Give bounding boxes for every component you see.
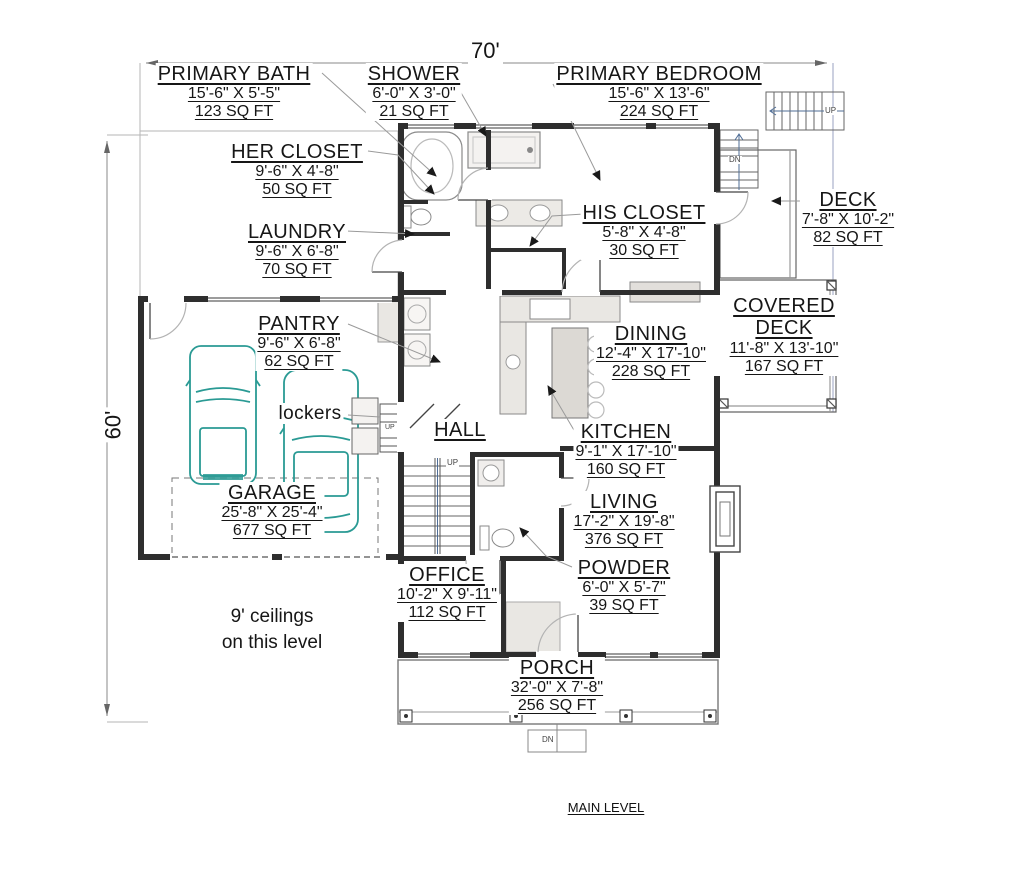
room-label-powder: POWDER 6'-0" X 5'-7" 39 SQ FT [575,557,673,616]
leader-lines [321,72,840,568]
powder-fixtures [477,459,515,551]
garage-steps-up-label: UP [384,424,396,431]
room-label-dining: DINING 12'-4" X 17'-10" 228 SQ FT [594,323,708,382]
room-label-pantry: PANTRY 9'-6" X 6'-8" 62 SQ FT [255,313,343,372]
deck-stair-down-label: DN [728,155,742,164]
room-label-kitchen: KITCHEN 9'-1" X 17'-10" 160 SQ FT [573,421,679,480]
windows [208,122,708,659]
room-label-covered-deck: COVERED DECK 11'-8" X 13'-10" 167 SQ FT [709,295,859,376]
exterior-stair-up-label: UP [824,106,838,115]
bath-toilet [401,205,432,229]
car-pickup-tailgate [203,474,243,480]
room-label-his-closet: HIS CLOSET 5'-8" X 4'-8" 30 SQ FT [580,202,708,261]
room-label-office: OFFICE 10'-2" X 9'-11" 112 SQ FT [395,564,499,623]
entry-closet [505,601,561,653]
room-label-laundry: LAUNDRY 9'-6" X 6'-8" 70 SQ FT [245,221,349,280]
room-label-porch: PORCH 32'-0" X 7'-8" 256 SQ FT [508,657,606,716]
room-label-garage: GARAGE 25'-8" X 25'-4" 677 SQ FT [219,482,325,541]
living-bay-window [709,485,741,553]
room-label-shower: SHOWER 6'-0" X 3'-0" 21 SQ FT [365,63,463,122]
room-label-hall: HALL [432,419,488,442]
porch-steps-down-label: DN [541,735,555,744]
laundry-appliances [377,297,431,367]
room-label-living: LIVING 17'-2" X 19'-8" 376 SQ FT [571,491,677,550]
exterior-stair-up [765,91,845,131]
room-label-primary-bath: PRIMARY BATH 15'-6" X 5'-5" 123 SQ FT [155,63,313,122]
overall-width-dim: 70' [468,38,503,64]
ceiling-note: 9' ceilings on this level [221,606,323,653]
kitchen-counters [499,281,701,415]
overall-depth-dim: 60' [100,407,127,443]
lockers-cubbies [351,397,379,455]
shower-stall [467,131,541,169]
room-label-primary-bedroom: PRIMARY BEDROOM 15'-6" X 13'-6" 224 SQ F… [554,63,764,122]
room-label-her-closet: HER CLOSET 9'-6" X 4'-8" 50 SQ FT [229,141,365,200]
main-stair [404,457,470,555]
drawing-title: MAIN LEVEL [567,800,645,815]
car-pickup [185,345,261,485]
label-lockers: lockers [276,403,344,425]
main-stair-up-label: UP [446,458,460,467]
bathtub [401,131,463,201]
room-label-deck: DECK 7'-8" X 10'-2" 82 SQ FT [799,189,897,248]
